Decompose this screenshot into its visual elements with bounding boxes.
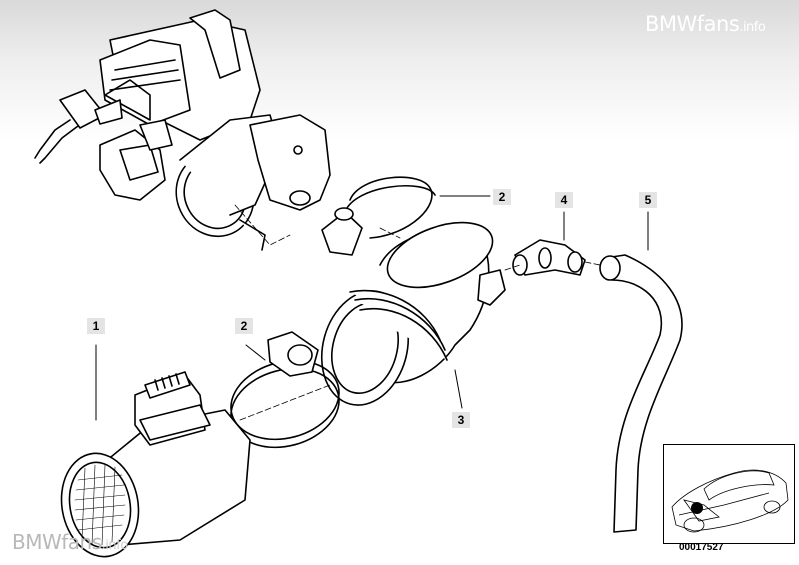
label-fitting: 4 (555, 192, 573, 208)
watermark-top: BMWfans.info (645, 12, 766, 36)
mass-air-flow-sensor (60, 371, 251, 558)
throttle-body (34, 9, 331, 251)
watermark-top-suffix: .info (739, 20, 766, 35)
vent-hose (599, 254, 683, 533)
label-hose-clamp-upper: 2 (493, 189, 511, 205)
intake-boot (320, 221, 506, 406)
label-intake-boot: 3 (452, 412, 470, 428)
label-mass-air-flow-sensor: 1 (87, 318, 105, 334)
sensor-mesh (74, 464, 126, 546)
label-hose-clamp-lower: 2 (235, 318, 253, 334)
watermark-bottom: BMWfans.info (12, 530, 128, 554)
hose-clamp-upper (321, 176, 436, 256)
leader-lines (95, 195, 649, 421)
watermark-bottom-brand: BMWfans (12, 530, 102, 554)
car-silhouette-icon (671, 469, 789, 533)
fitting (512, 239, 586, 276)
dashed-alignment-lines (234, 204, 601, 421)
vehicle-location-inset (663, 444, 795, 544)
watermark-top-brand: BMWfans (645, 12, 740, 36)
diagram-code: 00017527 (679, 542, 724, 553)
hose-clamp-lower (230, 331, 340, 449)
label-vent-hose: 5 (639, 192, 657, 208)
watermark-bottom-suffix: .info (101, 538, 129, 553)
